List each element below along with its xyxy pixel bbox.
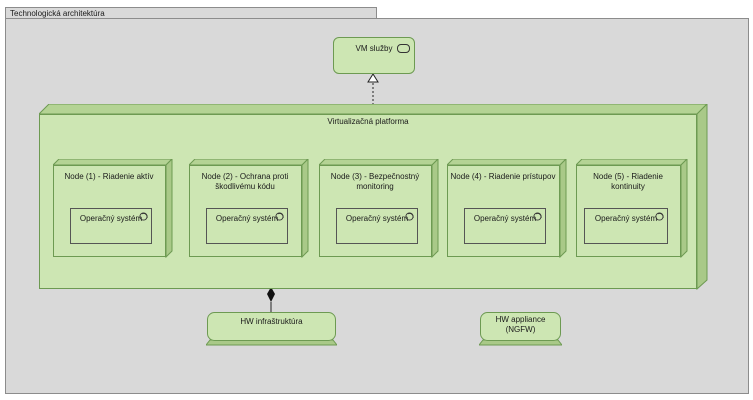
node-5-os-label: Operačný systém	[594, 214, 658, 223]
node-1-label: Node (1) - Riadenie aktív	[64, 172, 154, 181]
node-2-label: Node (2) - Ochrana proti škodlivému kódu	[201, 172, 289, 191]
system-software-icon	[533, 212, 542, 221]
system-software-icon	[655, 212, 664, 221]
realization-arrowhead	[367, 73, 379, 83]
node-4-os-label: Operačný systém	[473, 214, 537, 223]
node-5-os[interactable]: Operačný systém	[584, 208, 668, 244]
hw-infra-frame	[206, 312, 337, 346]
node-3-label: Node (3) - Bezpečnostný monitoring	[330, 172, 420, 191]
service-pill-icon	[397, 44, 410, 53]
node-5-label: Node (5) - Riadenie kontinuity	[593, 172, 663, 191]
hw-infrastructure[interactable]: HW infraštruktúra	[206, 312, 337, 346]
node-2-os-label: Operačný systém	[215, 214, 279, 223]
hw-appliance[interactable]: HW appliance (NGFW)	[479, 312, 562, 346]
node-1[interactable]: Node (1) - Riadenie aktív Operačný systé…	[53, 159, 173, 258]
system-software-icon	[139, 212, 148, 221]
node-5[interactable]: Node (5) - Riadenie kontinuity Operačný …	[576, 159, 688, 258]
node-4-label: Node (4) - Riadenie prístupov	[450, 172, 556, 181]
node-2-os[interactable]: Operačný systém	[206, 208, 288, 244]
system-software-icon	[275, 212, 284, 221]
node-1-os-label: Operačný systém	[79, 214, 143, 223]
composition-diamond	[267, 287, 275, 302]
node-4[interactable]: Node (4) - Riadenie prístupov Operačný s…	[447, 159, 567, 258]
node-3[interactable]: Node (3) - Bezpečnostný monitoring Opera…	[319, 159, 439, 258]
hw-appliance-frame	[479, 312, 562, 346]
hw-infra-label: HW infraštruktúra	[240, 317, 303, 326]
node-1-os[interactable]: Operačný systém	[70, 208, 152, 244]
hw-appliance-label: HW appliance (NGFW)	[495, 315, 546, 334]
group-title-tab: Technologická architektúra	[5, 7, 377, 19]
vm-service-label: VM služby	[355, 44, 393, 53]
node-2[interactable]: Node (2) - Ochrana proti škodlivému kódu…	[189, 159, 309, 258]
node-3-os[interactable]: Operačný systém	[336, 208, 418, 244]
vm-service[interactable]: VM služby	[333, 37, 415, 74]
platform-label: Virtualizačná platforma	[327, 117, 409, 126]
group-title: Technologická architektúra	[10, 9, 105, 18]
system-software-icon	[405, 212, 414, 221]
node-3-os-label: Operačný systém	[345, 214, 409, 223]
node-4-os[interactable]: Operačný systém	[464, 208, 546, 244]
